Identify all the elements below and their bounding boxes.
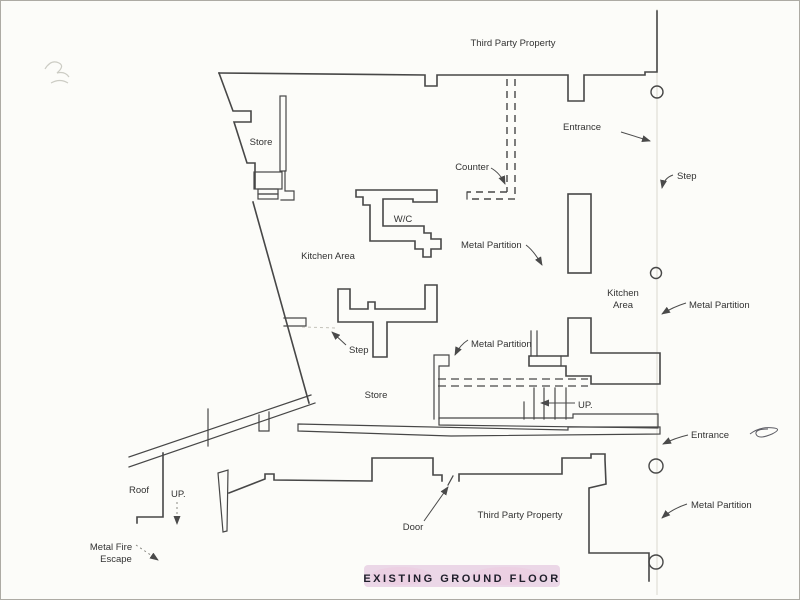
label-wc: W/C bbox=[394, 214, 413, 225]
title-highlight-blotch-1 bbox=[371, 567, 431, 585]
lower-wall-band bbox=[297, 423, 661, 437]
kitchen-partition-structure bbox=[528, 317, 661, 385]
metal-partition-center-arrow bbox=[454, 339, 469, 356]
title-highlight-blotch-2 bbox=[471, 567, 541, 585]
stair-dashed-lines bbox=[438, 378, 588, 387]
metal-partition-upper-arrow bbox=[525, 244, 543, 266]
label-metal-partition-right: Metal Partition bbox=[689, 300, 750, 311]
entrance-top-arrow bbox=[620, 131, 651, 142]
lower-left-wall-stub bbox=[217, 469, 229, 533]
label-store-lower: Store bbox=[365, 390, 388, 401]
diagonal-notch bbox=[258, 411, 270, 432]
roof-wall bbox=[136, 452, 164, 524]
kitchen-door-jamb bbox=[530, 330, 538, 357]
wc-enclosure-wall bbox=[355, 189, 442, 258]
store-partition-base bbox=[253, 171, 283, 190]
store-step-bar-2 bbox=[257, 193, 279, 200]
door-arrow bbox=[423, 486, 449, 522]
label-kitchen-right-line2: Area bbox=[613, 300, 634, 311]
label-kitchen-area-left: Kitchen Area bbox=[301, 251, 356, 262]
label-entrance-bottom: Entrance bbox=[691, 430, 729, 441]
fire-escape-diagonal-wall bbox=[128, 394, 316, 468]
central-hook-wall bbox=[433, 354, 450, 420]
step-wall-arm bbox=[283, 317, 307, 327]
column-circle-mid bbox=[649, 266, 663, 280]
pen-scribble bbox=[749, 427, 778, 438]
store-step-bar-1 bbox=[257, 188, 279, 195]
label-third-party-property-bottom: Third Party Property bbox=[478, 510, 563, 521]
drawing-title: EXISTING GROUND FLOOR bbox=[363, 573, 560, 585]
left-upper-boundary-wall bbox=[217, 71, 256, 189]
label-metal-fire-line2: Escape bbox=[100, 554, 132, 565]
walls bbox=[128, 10, 661, 582]
counter-arrow bbox=[490, 167, 506, 185]
counter-dashed-outline bbox=[466, 79, 516, 200]
label-entrance-top: Entrance bbox=[563, 122, 601, 133]
label-roof: Roof bbox=[129, 485, 149, 496]
step-right-arrow bbox=[660, 174, 674, 189]
metal-partition-rectangle bbox=[567, 193, 592, 274]
fire-escape-arrow bbox=[135, 544, 159, 561]
label-store-upper: Store bbox=[250, 137, 273, 148]
top-boundary-wall bbox=[218, 10, 658, 102]
metal-partition-bottom-arrow bbox=[661, 503, 688, 519]
label-kitchen-right-line1: Kitchen bbox=[607, 288, 639, 299]
door-leaf-tick bbox=[447, 475, 454, 486]
label-counter: Counter bbox=[455, 162, 489, 173]
column-circle-top bbox=[650, 85, 664, 99]
labels: Third Party Property Store Entrance Step… bbox=[90, 38, 752, 565]
label-step-right: Step bbox=[677, 171, 697, 182]
step-edge-faint-line bbox=[301, 326, 338, 329]
label-door: Door bbox=[403, 522, 424, 533]
leader-arrows bbox=[135, 131, 689, 561]
label-metal-partition-bottom: Metal Partition bbox=[691, 500, 752, 511]
upper-wall-band bbox=[438, 413, 659, 429]
label-up-stairs: UP. bbox=[578, 400, 593, 411]
entrance-bottom-arrow bbox=[662, 434, 689, 445]
bottom-building-left-wall bbox=[227, 457, 443, 495]
column-circle-entrance bbox=[648, 458, 664, 474]
label-third-party-property-top: Third Party Property bbox=[471, 38, 556, 49]
left-slanted-boundary-wall bbox=[252, 201, 310, 404]
column-circle-bottom bbox=[648, 554, 664, 570]
metal-partition-right-arrow bbox=[661, 302, 687, 315]
title-block: EXISTING GROUND FLOOR bbox=[363, 565, 560, 587]
label-metal-partition-center: Metal Partition bbox=[471, 339, 532, 350]
store-base-foot bbox=[280, 170, 295, 201]
store-partition-wall bbox=[279, 95, 287, 172]
label-up-left: UP. bbox=[171, 489, 186, 500]
label-metal-fire-line1: Metal Fire bbox=[90, 542, 132, 553]
label-metal-partition-upper: Metal Partition bbox=[461, 240, 522, 251]
center-step-structure bbox=[337, 284, 438, 358]
pencil-scribble bbox=[44, 61, 70, 84]
column-circles bbox=[648, 85, 664, 570]
bottom-building-right-wall bbox=[458, 453, 650, 582]
step-center-arrow bbox=[331, 331, 347, 346]
label-step-center: Step bbox=[349, 345, 369, 356]
